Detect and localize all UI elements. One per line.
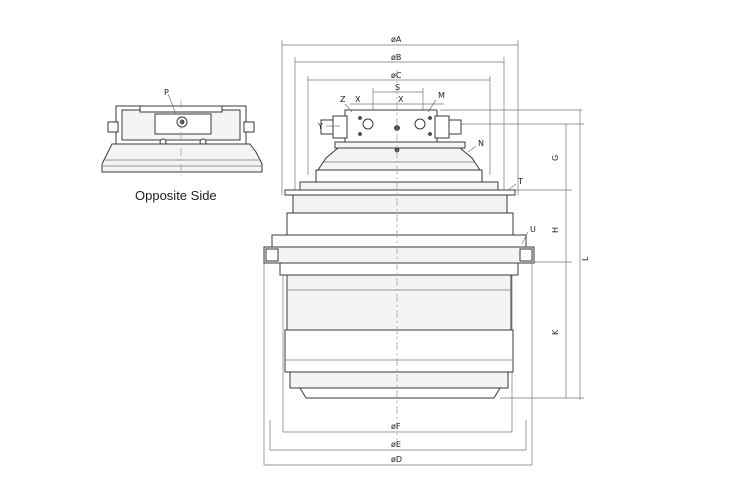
- label-X-left: X: [355, 95, 361, 104]
- label-phiF: øF: [391, 422, 401, 431]
- label-S: S: [395, 83, 400, 92]
- label-X-right: X: [398, 95, 404, 104]
- label-phiC: øC: [391, 71, 402, 80]
- opposite-side-caption: Opposite Side: [135, 188, 217, 203]
- label-Y: Y: [317, 122, 323, 131]
- opposite-side-view: P: [101, 88, 263, 176]
- label-K: K: [551, 329, 560, 335]
- label-H: H: [551, 227, 560, 233]
- label-phiE: øE: [391, 440, 401, 449]
- label-phiB: øB: [391, 53, 401, 62]
- label-M: M: [438, 91, 445, 100]
- label-T: T: [517, 177, 523, 186]
- label-U: U: [530, 225, 536, 234]
- label-phiA: øA: [391, 35, 402, 44]
- label-phiD: øD: [391, 455, 402, 464]
- label-P: P: [164, 88, 169, 97]
- leader-lines: [326, 99, 529, 245]
- label-L: L: [581, 256, 590, 261]
- label-G: G: [551, 155, 560, 161]
- dimension-frames: [263, 40, 584, 466]
- motor-body: [263, 109, 535, 399]
- label-N: N: [478, 139, 484, 148]
- label-Z: Z: [340, 95, 346, 104]
